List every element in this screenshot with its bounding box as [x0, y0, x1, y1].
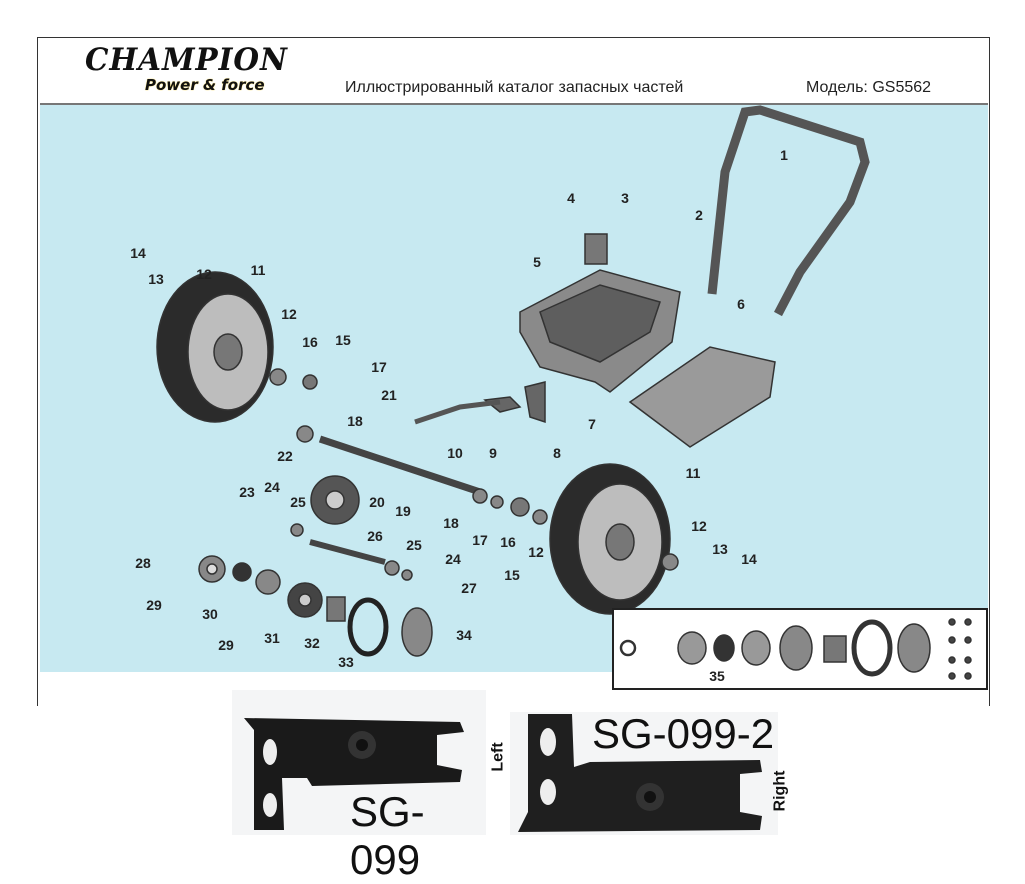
part-number-sg-099-2: SG-099-2 — [592, 710, 775, 757]
left-bracket-image — [244, 718, 464, 830]
right-bracket-image — [518, 714, 762, 832]
callout-12: 12 — [281, 306, 297, 322]
callout-29: 29 — [218, 637, 234, 653]
callout-20: 20 — [369, 494, 385, 510]
champion-logo: CHAMPION Power & force — [85, 42, 298, 94]
callout-26: 26 — [367, 528, 383, 544]
side-label-left: Left — [489, 742, 507, 772]
callout-23: 23 — [239, 484, 255, 500]
callout-24: 24 — [264, 479, 280, 495]
callout-6: 6 — [737, 296, 745, 312]
callout-12: 12 — [196, 266, 212, 282]
callout-16: 16 — [500, 534, 516, 550]
callout-35: 35 — [709, 668, 725, 684]
callout-32: 32 — [304, 635, 320, 651]
callout-18: 18 — [443, 515, 459, 531]
callout-13: 13 — [712, 541, 728, 557]
callout-28: 28 — [135, 555, 151, 571]
part-number-sg-099: SG-099 — [350, 788, 425, 883]
handle-part — [707, 105, 870, 317]
callout-2: 2 — [695, 207, 703, 223]
callout-12: 12 — [691, 518, 707, 534]
callout-9: 9 — [489, 445, 497, 461]
callout-31: 31 — [264, 630, 280, 646]
callout-17: 17 — [472, 532, 488, 548]
callout-22: 22 — [277, 448, 293, 464]
parts-drawing — [156, 105, 870, 657]
callout-34: 34 — [456, 627, 472, 643]
catalog-title: Иллюстрированный каталог запасных частей — [345, 79, 684, 96]
callout-27: 27 — [461, 580, 477, 596]
callout-3: 3 — [621, 190, 629, 206]
callout-1: 1 — [780, 147, 788, 163]
callout-7: 7 — [588, 416, 596, 432]
brand-name: CHAMPION — [85, 42, 288, 78]
callout-12: 12 — [528, 544, 544, 560]
model-label: Модель: GS5562 — [806, 79, 932, 96]
page-frame — [37, 37, 990, 706]
axle-part — [318, 435, 482, 496]
callout-21: 21 — [381, 387, 397, 403]
callout-30: 30 — [202, 606, 218, 622]
callout-15: 15 — [335, 332, 351, 348]
callout-8: 8 — [553, 445, 561, 461]
callout-10: 10 — [447, 445, 463, 461]
kit-drawing — [619, 618, 972, 680]
callout-19: 19 — [395, 503, 411, 519]
callout-33: 33 — [338, 654, 354, 670]
callout-29: 29 — [146, 597, 162, 613]
callout-4: 4 — [567, 190, 575, 206]
callout-13: 13 — [148, 271, 164, 287]
callout-16: 16 — [302, 334, 318, 350]
callout-25: 25 — [290, 494, 306, 510]
callout-14: 14 — [741, 551, 757, 567]
brand-tagline: Power & force — [145, 76, 265, 94]
callout-18: 18 — [347, 413, 363, 429]
callout-5: 5 — [533, 254, 541, 270]
photo-right-bracket: SG-099-2 Right — [510, 710, 788, 835]
side-label-right: Right — [771, 770, 789, 812]
skid-plate-part — [628, 346, 776, 448]
callout-17: 17 — [371, 359, 387, 375]
callout-24: 24 — [445, 551, 461, 567]
callout-11: 11 — [685, 465, 701, 481]
photo-left-bracket: SG-099 Left — [232, 690, 507, 883]
callout-11: 11 — [250, 262, 266, 278]
callout-15: 15 — [504, 567, 520, 583]
parts-kit-inset: 35 — [612, 608, 988, 690]
callout-25: 25 — [406, 537, 422, 553]
callout-14: 14 — [130, 245, 146, 261]
